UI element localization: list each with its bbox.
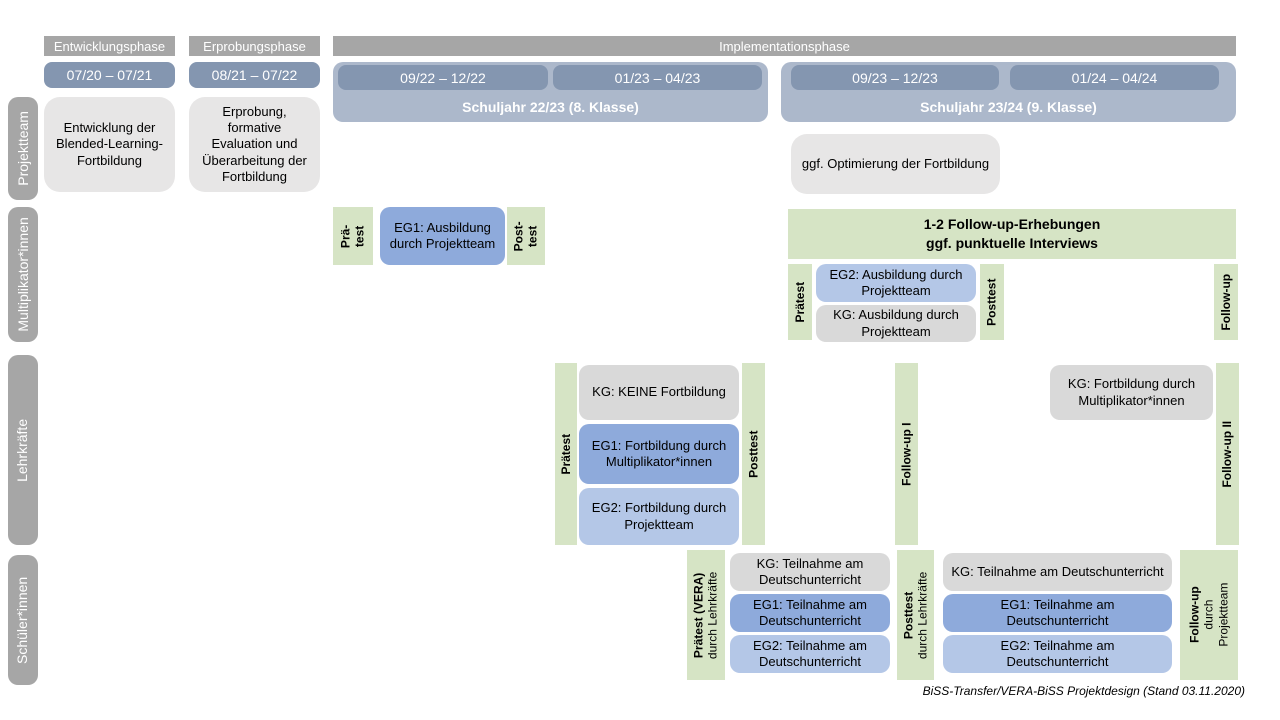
row-label-text: Multiplikator*innen: [14, 217, 31, 332]
followup-line: Projektteam: [1216, 582, 1231, 648]
praetest-line: test: [353, 225, 367, 247]
box-optimierung-fortbildung: ggf. Optimierung der Fortbildung: [791, 134, 1000, 194]
followup-erhebungen-line: ggf. punktuelle Interviews: [926, 235, 1098, 251]
praetest-label: Prätest: [792, 281, 807, 323]
row-label-lehrkraefte: Lehrkräfte: [8, 355, 38, 545]
date-bar-0720-0721: 07/20 – 07/21: [44, 62, 175, 88]
posttest-line: test: [526, 225, 540, 247]
date-bar-0124-0424: 01/24 – 04/24: [1010, 65, 1219, 90]
school-year-label: Schuljahr 22/23 (8. Klasse): [462, 99, 639, 115]
posttest-line: durch Lehrkräfte: [915, 571, 930, 659]
praetest-bar-lehrkraefte: Prätest: [555, 363, 577, 545]
row-label-text: Lehrkräfte: [14, 418, 31, 482]
box-eg1-deutschunterricht-1: EG1: Teilnahme am Deutschunterricht: [730, 594, 890, 632]
posttest-line: Post-: [511, 221, 526, 251]
row-label-multiplikatorinnen: Multiplikator*innen: [8, 207, 38, 342]
school-year-label: Schuljahr 23/24 (9. Klasse): [920, 99, 1097, 115]
date-bar-0923-1223: 09/23 – 12/23: [791, 65, 999, 90]
box-eg1-fortbildung-multiplikatoren: EG1: Fortbildung durch Multiplikator*inn…: [579, 424, 739, 484]
followup-line: Follow-up: [1187, 586, 1202, 644]
praetest-line: Prä-: [338, 224, 353, 248]
phase-header-erprobungsphase: Erprobungsphase: [189, 36, 320, 56]
posttest-label: Posttest: [984, 278, 999, 326]
posttest-bar-multiplikatoren-1: Post- test: [507, 207, 545, 265]
box-kg-deutschunterricht-1: KG: Teilnahme am Deutschunterricht: [730, 553, 890, 591]
posttest-bar-multiplikatoren-2: Posttest: [980, 264, 1004, 340]
row-label-projektteam: Projektteam: [8, 97, 38, 200]
followup2-bar-lehrkraefte: Follow-up II: [1216, 363, 1239, 545]
footer-caption: BiSS-Transfer/VERA-BiSS Projektdesign (S…: [922, 684, 1245, 698]
followup-line: durch: [1201, 599, 1216, 631]
box-eg1-deutschunterricht-2: EG1: Teilnahme am Deutschunterricht: [943, 594, 1172, 632]
box-kg-fortbildung-multiplikatoren: KG: Fortbildung durch Multiplikator*inne…: [1050, 365, 1213, 420]
praetest-label: Prätest: [558, 433, 573, 475]
posttest-bar-lehrkraefte: Posttest: [742, 363, 765, 545]
box-kg-ausbildung-projektteam: KG: Ausbildung durch Projektteam: [816, 305, 976, 342]
date-bar-0123-0423: 01/23 – 04/23: [553, 65, 762, 90]
box-kg-deutschunterricht-2: KG: Teilnahme am Deutschunterricht: [943, 553, 1172, 591]
followup-erhebungen-line: 1-2 Follow-up-Erhebungen: [923, 216, 1101, 233]
box-kg-keine-fortbildung: KG: KEINE Fortbildung: [579, 365, 739, 420]
box-eg2-deutschunterricht-2: EG2: Teilnahme am Deutschunterricht: [943, 635, 1172, 673]
followup-bar-multiplikatoren: Follow-up: [1214, 264, 1238, 340]
box-eg1-ausbildung-projektteam: EG1: Ausbildung durch Projektteam: [380, 207, 505, 265]
phase-header-implementationsphase: Implementationsphase: [333, 36, 1236, 56]
praetest-bar-multiplikatoren-1: Prä- test: [333, 207, 373, 265]
row-label-text: Schüler*innen: [14, 576, 31, 664]
box-eg2-ausbildung-projektteam: EG2: Ausbildung durch Projektteam: [816, 264, 976, 302]
date-bar-0922-1222: 09/22 – 12/22: [338, 65, 548, 90]
praetest-vera-bar-schueler: Prätest (VERA) durch Lehrkräfte: [687, 550, 725, 680]
row-label-schuelerinnen: Schüler*innen: [8, 555, 38, 685]
praetest-vera-line: durch Lehrkräfte: [706, 571, 721, 659]
row-label-text: Projektteam: [14, 111, 31, 186]
box-erprobung-evaluation: Erprobung, formative Evaluation und Über…: [189, 97, 320, 192]
praetest-bar-multiplikatoren-2: Prätest: [788, 264, 812, 340]
praetest-vera-line: Prätest (VERA): [691, 572, 706, 658]
posttest-line: Posttest: [901, 591, 916, 639]
phase-header-entwicklungsphase: Entwicklungsphase: [44, 36, 175, 56]
followup1-bar-lehrkraefte: Follow-up I: [895, 363, 918, 545]
box-eg2-deutschunterricht-1: EG2: Teilnahme am Deutschunterricht: [730, 635, 890, 673]
followup-bar-schueler: Follow-up durch Projektteam: [1180, 550, 1238, 680]
followup-label: Follow-up: [1218, 273, 1233, 331]
followup2-label: Follow-up II: [1220, 420, 1235, 488]
box-entwicklung-fortbildung: Entwicklung der Blended-Learning-Fortbil…: [44, 97, 175, 192]
followup1-label: Follow-up I: [899, 422, 914, 486]
box-followup-erhebungen: 1-2 Follow-up-Erhebungen ggf. punktuelle…: [788, 209, 1236, 259]
date-bar-0821-0722: 08/21 – 07/22: [189, 62, 320, 88]
posttest-bar-schueler: Posttest durch Lehrkräfte: [897, 550, 934, 680]
box-eg2-fortbildung-projektteam: EG2: Fortbildung durch Projektteam: [579, 488, 739, 545]
posttest-label: Posttest: [746, 430, 761, 478]
